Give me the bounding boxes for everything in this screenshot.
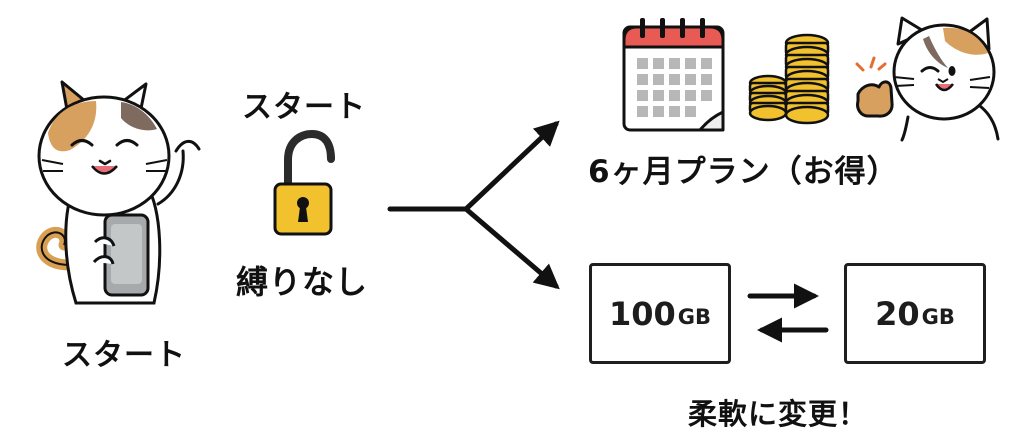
data-option-100gb: 100 GB bbox=[589, 263, 731, 364]
data-option-20gb-unit: GB bbox=[921, 304, 955, 329]
flexible-change-label: 柔軟に変更！ bbox=[688, 397, 869, 431]
data-option-20gb-amount: 20 bbox=[875, 294, 920, 333]
six-month-plan-label: 6ヶ月プラン（お得） bbox=[588, 154, 899, 190]
start-label-top: スタート bbox=[242, 90, 366, 125]
no-contract-label: 縛りなし bbox=[236, 263, 369, 301]
open-padlock-icon bbox=[273, 129, 335, 236]
start-label-bottom: スタート bbox=[62, 338, 186, 373]
branch-arrow-icon bbox=[387, 120, 560, 290]
data-option-100gb-amount: 100 bbox=[608, 294, 676, 333]
data-option-100gb-unit: GB bbox=[677, 304, 712, 329]
coin-stack-icon bbox=[748, 33, 830, 125]
data-option-20gb: 20 GB bbox=[844, 263, 986, 364]
swap-arrows-icon bbox=[747, 283, 829, 343]
thumbs-up-cat-icon bbox=[855, 16, 1000, 142]
cat-with-phone-icon bbox=[36, 80, 201, 305]
calendar-icon bbox=[622, 18, 725, 132]
